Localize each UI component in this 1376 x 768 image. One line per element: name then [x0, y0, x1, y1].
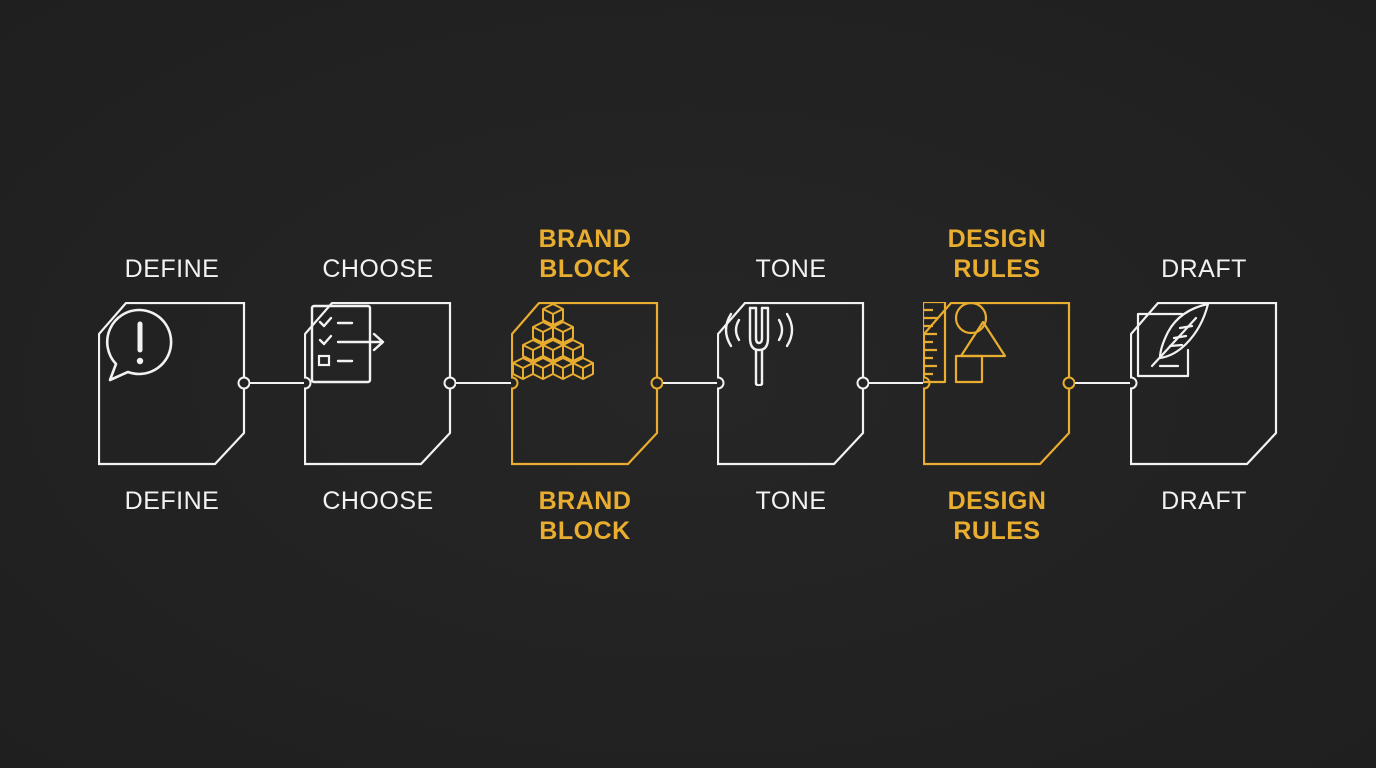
step-tile [923, 302, 1075, 466]
step-top-label: TONE [671, 254, 911, 284]
label-line: CHOOSE [322, 487, 434, 515]
label-line: RULES [953, 255, 1041, 283]
step-bottom-label: DRAFT [1084, 486, 1324, 516]
label-line: CHOOSE [322, 255, 434, 283]
step-draft: DRAFT DRAFT [1084, 0, 1324, 768]
tile-frame [717, 302, 869, 466]
label-line: DESIGN [947, 225, 1047, 253]
step-tile [1130, 302, 1282, 466]
step-bottom-label: TONE [671, 486, 911, 516]
tuning-fork-icon [724, 306, 794, 386]
step-design-rules: DESIGN RULES DESIGN RULES [877, 0, 1117, 768]
step-bottom-label: DESIGN RULES [877, 486, 1117, 546]
step-tile [717, 302, 869, 466]
tile-frame [304, 302, 456, 466]
label-line: DRAFT [1161, 487, 1247, 515]
ruler-shapes-icon [923, 302, 1007, 384]
label-line: RULES [953, 517, 1041, 545]
tile-frame [98, 302, 250, 466]
checklist-arrow-icon [310, 304, 385, 384]
alert-speech-bubble-icon [105, 308, 173, 382]
label-line: BRAND [538, 487, 632, 515]
step-top-label: CHOOSE [258, 254, 498, 284]
label-line: TONE [755, 255, 827, 283]
step-tone: TONE TONE [671, 0, 911, 768]
step-define: DEFINE DEFINE [52, 0, 292, 768]
step-brand-block: BRAND BLOCK [465, 0, 705, 768]
label-line: BLOCK [539, 517, 631, 545]
label-line: DRAFT [1161, 255, 1247, 283]
tile-frame [1130, 302, 1278, 466]
label-line: BLOCK [539, 255, 631, 283]
step-tile [98, 302, 250, 466]
tile-frame [511, 302, 663, 466]
step-bottom-label: BRAND BLOCK [465, 486, 705, 546]
step-tile [304, 302, 456, 466]
quill-document-icon [1136, 302, 1210, 378]
stacked-blocks-icon [512, 303, 594, 380]
label-line: TONE [755, 487, 827, 515]
step-tile [511, 302, 663, 466]
label-line: DESIGN [947, 487, 1047, 515]
step-top-label: DEFINE [52, 254, 292, 284]
label-line: BRAND [538, 225, 632, 253]
label-line: DEFINE [124, 255, 220, 283]
step-bottom-label: DEFINE [52, 486, 292, 516]
step-top-label: BRAND BLOCK [465, 224, 705, 284]
step-top-label: DRAFT [1084, 254, 1324, 284]
step-top-label: DESIGN RULES [877, 224, 1117, 284]
label-line: DEFINE [124, 487, 220, 515]
step-bottom-label: CHOOSE [258, 486, 498, 516]
step-choose: CHOOSE CHOOSE [258, 0, 498, 768]
